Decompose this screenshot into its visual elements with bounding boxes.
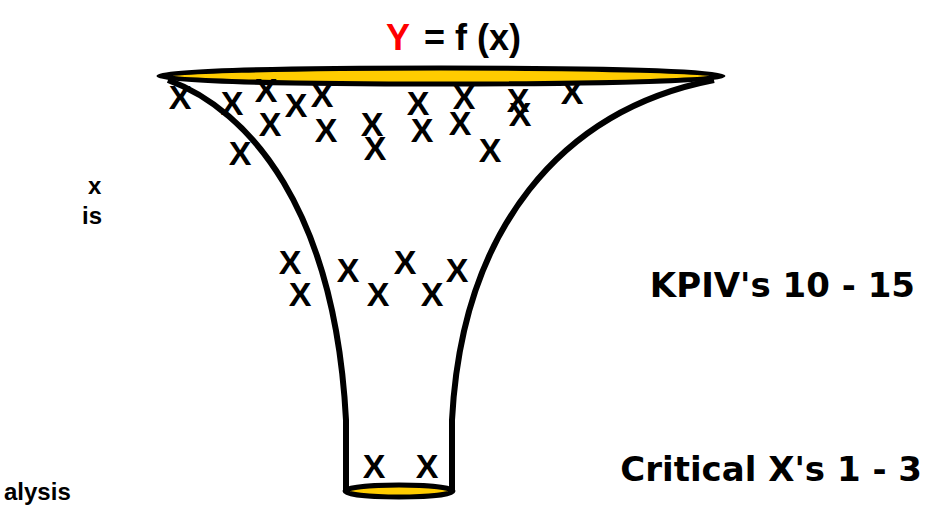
input-variable-x: X	[364, 131, 387, 165]
cropped-text: alysis	[4, 480, 71, 504]
input-variable-x: X	[169, 80, 192, 114]
input-variable-x: X	[394, 245, 417, 279]
input-variable-x: X	[479, 133, 502, 167]
input-variable-x: X	[221, 86, 244, 120]
input-variable-x: X	[363, 449, 386, 483]
input-variable-x: X	[449, 106, 472, 140]
input-variable-x: X	[367, 277, 390, 311]
input-variable-x: X	[337, 253, 360, 287]
input-variable-x: X	[509, 97, 532, 131]
funnel-body	[168, 80, 714, 490]
input-variable-x: X	[416, 449, 439, 483]
cropped-text: x	[88, 174, 101, 198]
function-text: = f (x)	[424, 20, 521, 56]
input-variable-x: X	[229, 136, 252, 170]
input-variable-x: X	[279, 245, 302, 279]
output-variable: Y	[386, 20, 410, 56]
critical-x-count: Critical X's 1 - 3	[620, 452, 922, 486]
input-variable-x: X	[289, 277, 312, 311]
input-variable-x: X	[561, 75, 584, 109]
funnel-bottom-rim	[345, 485, 453, 497]
input-variable-x: X	[421, 277, 444, 311]
funnel-wall	[168, 80, 346, 490]
input-variable-x: X	[411, 113, 434, 147]
cropped-text: is	[82, 204, 102, 228]
input-variable-x: X	[255, 73, 278, 107]
input-variable-x: X	[311, 78, 334, 112]
kpiv-count: KPIV's 10 - 15	[650, 268, 915, 302]
input-variable-x: X	[285, 88, 308, 122]
input-variable-x: X	[259, 107, 282, 141]
funnel-top-rim	[159, 68, 723, 84]
input-variable-x: X	[315, 113, 338, 147]
input-variable-x: X	[446, 253, 469, 287]
